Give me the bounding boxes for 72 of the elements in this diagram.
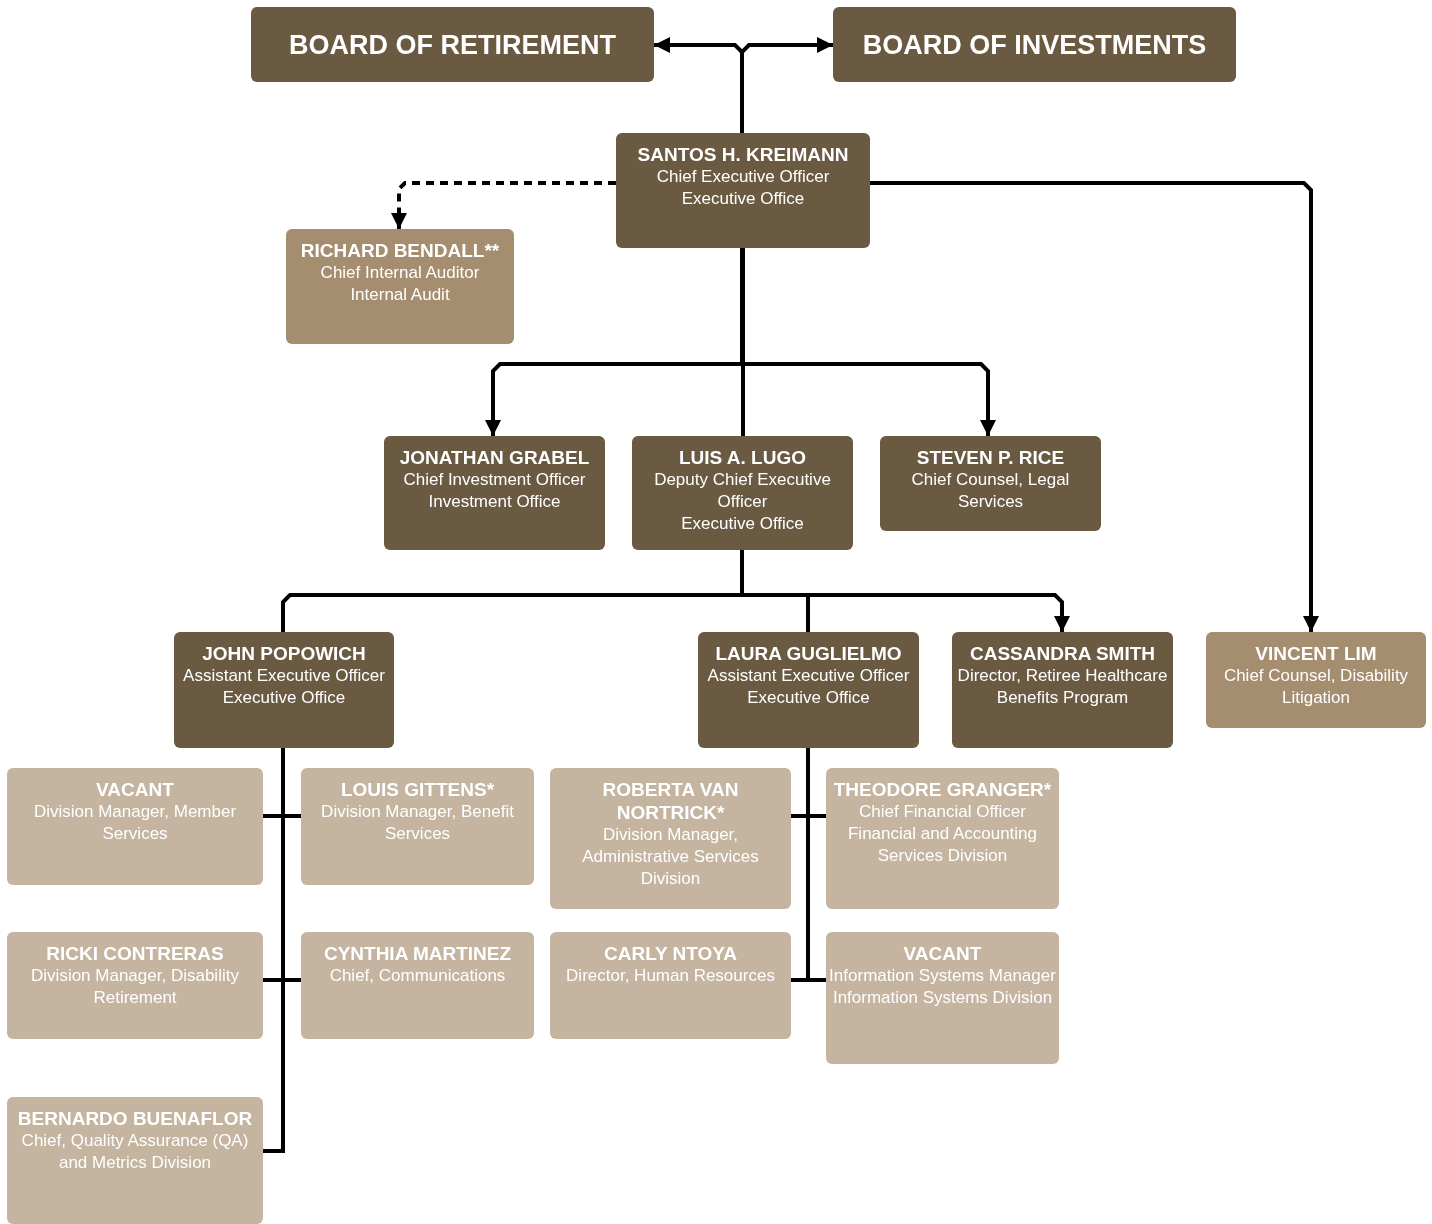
- position-box: [880, 436, 1101, 531]
- connector-line: [263, 748, 285, 1153]
- job-title: Assistant Executive Officer: [707, 665, 910, 687]
- position-box: [301, 768, 534, 885]
- job-title: Executive Office: [681, 513, 804, 535]
- job-title: Chief Internal Auditor: [320, 262, 480, 284]
- position-box: [301, 932, 534, 1039]
- board-title: BOARD OF INVESTMENTS: [862, 29, 1207, 60]
- job-title: Division Manager, Member Services: [32, 801, 238, 845]
- job-title: Chief, Quality Assurance (QA) and Metrics Division: [20, 1130, 250, 1174]
- position-box: [826, 932, 1059, 1064]
- job-title: Information Systems Division: [832, 987, 1053, 1009]
- person-name: VACANT: [96, 778, 174, 801]
- person-name: LOUIS GITTENS*: [340, 778, 495, 801]
- person-name: LUIS A. LUGO: [679, 446, 806, 469]
- position-box: [1206, 632, 1426, 728]
- person-name: ROBERTA VAN NORTRICK*: [601, 778, 740, 824]
- arrow: [391, 181, 616, 229]
- position-box: [550, 768, 791, 909]
- position-box: [7, 768, 263, 885]
- job-title: Director, Retiree Healthcare Benefits Program: [956, 665, 1169, 709]
- position-box: [826, 768, 1059, 909]
- arrow: [740, 37, 833, 133]
- job-title: Deputy Chief Executive Officer: [653, 469, 832, 513]
- person-name: CASSANDRA SMITH: [969, 642, 1156, 665]
- person-name: RICKI CONTRERAS: [46, 942, 224, 965]
- person-name: THEODORE GRANGER*: [833, 778, 1052, 801]
- position-box: [616, 133, 870, 248]
- person-name: SANTOS H. KREIMANN: [637, 143, 849, 166]
- person-name: BERNARDO BUENAFLOR: [17, 1107, 253, 1130]
- job-title: Chief Investment Officer: [403, 469, 586, 491]
- job-title: Assistant Executive Officer: [183, 665, 385, 687]
- person-name: JOHN POPOWICH: [202, 642, 366, 665]
- board-box: [251, 7, 654, 82]
- board-box: [833, 7, 1236, 82]
- person-name: STEVEN P. RICE: [916, 446, 1065, 469]
- position-box: [384, 436, 605, 550]
- person-name: CARLY NTOYA: [603, 942, 737, 965]
- job-title: Internal Audit: [350, 284, 450, 306]
- job-title: Division Manager, Administrative Services Division: [581, 824, 760, 890]
- arrow: [870, 181, 1319, 632]
- job-title: Director, Human Resources: [566, 965, 775, 987]
- person-name: CYNTHIA MARTINEZ: [323, 942, 512, 965]
- job-title: Division Manager, Benefit Services: [320, 801, 515, 845]
- position-box: [174, 632, 394, 748]
- position-box: [698, 632, 919, 748]
- position-box: [7, 932, 263, 1039]
- job-title: Chief Executive Officer: [656, 166, 830, 188]
- person-name: LAURA GUGLIELMO: [715, 642, 902, 665]
- connector-line: [806, 748, 826, 982]
- person-name: RICHARD BENDALL**: [300, 239, 500, 262]
- person-name: VACANT: [903, 942, 982, 965]
- job-title: Executive Office: [747, 687, 870, 709]
- position-box: [286, 229, 514, 344]
- job-title: Investment Office: [428, 491, 561, 513]
- job-title: Financial and Accounting Services Division: [847, 823, 1038, 867]
- job-title: Chief Counsel, Legal Services: [910, 469, 1071, 513]
- job-title: Executive Office: [681, 188, 805, 210]
- person-name: JONATHAN GRABEL: [399, 446, 590, 469]
- position-box: [7, 1097, 263, 1224]
- connector-line: [741, 248, 745, 436]
- position-box: [952, 632, 1173, 748]
- position-box: [632, 436, 853, 550]
- job-title: Chief, Communications: [329, 965, 506, 987]
- job-title: Division Manager, Disability Retirement: [30, 965, 240, 1009]
- job-title: Chief Counsel, Disability Litigation: [1222, 665, 1410, 709]
- person-name: VINCENT LIM: [1255, 642, 1377, 665]
- job-title: Chief Financial Officer: [859, 801, 1026, 823]
- position-box: [550, 932, 791, 1039]
- board-title: BOARD OF RETIREMENT: [289, 29, 616, 60]
- job-title: Information Systems Manager: [829, 965, 1056, 987]
- job-title: Executive Office: [222, 687, 346, 709]
